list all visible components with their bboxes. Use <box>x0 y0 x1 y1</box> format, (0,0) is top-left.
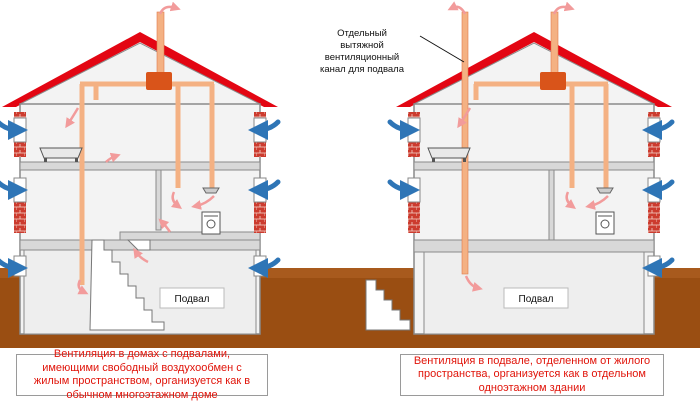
bathtub-icon <box>427 147 471 162</box>
callout-line-1: Отдельный <box>337 28 387 39</box>
floor-slab <box>19 161 261 171</box>
range-hood-icon <box>596 187 614 194</box>
callout-leader-line <box>419 35 465 63</box>
floor-slab <box>413 239 655 253</box>
staircase-icon <box>126 239 151 251</box>
separate-basement-duct <box>461 11 469 275</box>
left-caption: Вентиляция в домах с подвалами, имеющими… <box>16 348 268 401</box>
vent-duct <box>156 11 165 83</box>
left-house: Подвал <box>0 1 281 335</box>
floor-slab <box>413 161 655 171</box>
stove-icon <box>201 211 221 235</box>
range-hood-icon <box>202 187 220 194</box>
callout-line-4: канал для подвала <box>320 64 405 75</box>
callout-line-2: вытяжной <box>340 40 384 51</box>
stove-icon <box>595 211 615 235</box>
right-house: Подвал Отдельный вытяжной вентиляционный… <box>320 1 675 335</box>
exhaust-fan-icon <box>540 72 566 90</box>
basement-label: Подвал <box>175 294 210 305</box>
air-flow-arrow-icon <box>0 119 281 278</box>
staircase-icon <box>365 279 411 331</box>
attic-gable <box>19 42 261 105</box>
partition-wall <box>155 169 162 231</box>
bathtub-icon <box>39 147 83 162</box>
air-flow-arrow-icon <box>447 1 609 292</box>
air-flow-arrow-icon <box>65 1 215 295</box>
partition-wall <box>548 169 555 241</box>
callout-line-3: вентиляционный <box>325 52 399 63</box>
exhaust-fan-icon <box>146 72 172 90</box>
basement-label-box <box>159 287 225 309</box>
partition-wall <box>119 231 261 241</box>
air-flow-arrow-icon <box>387 119 675 278</box>
attic-gable <box>413 42 655 105</box>
basement-label: Подвал <box>519 294 554 305</box>
ground-shadow <box>0 268 700 278</box>
basement-label-box <box>503 287 569 309</box>
right-caption: Вентиляция в подвале, отделенном от жило… <box>400 354 664 396</box>
vent-duct <box>550 11 559 83</box>
staircase-icon <box>89 239 165 331</box>
